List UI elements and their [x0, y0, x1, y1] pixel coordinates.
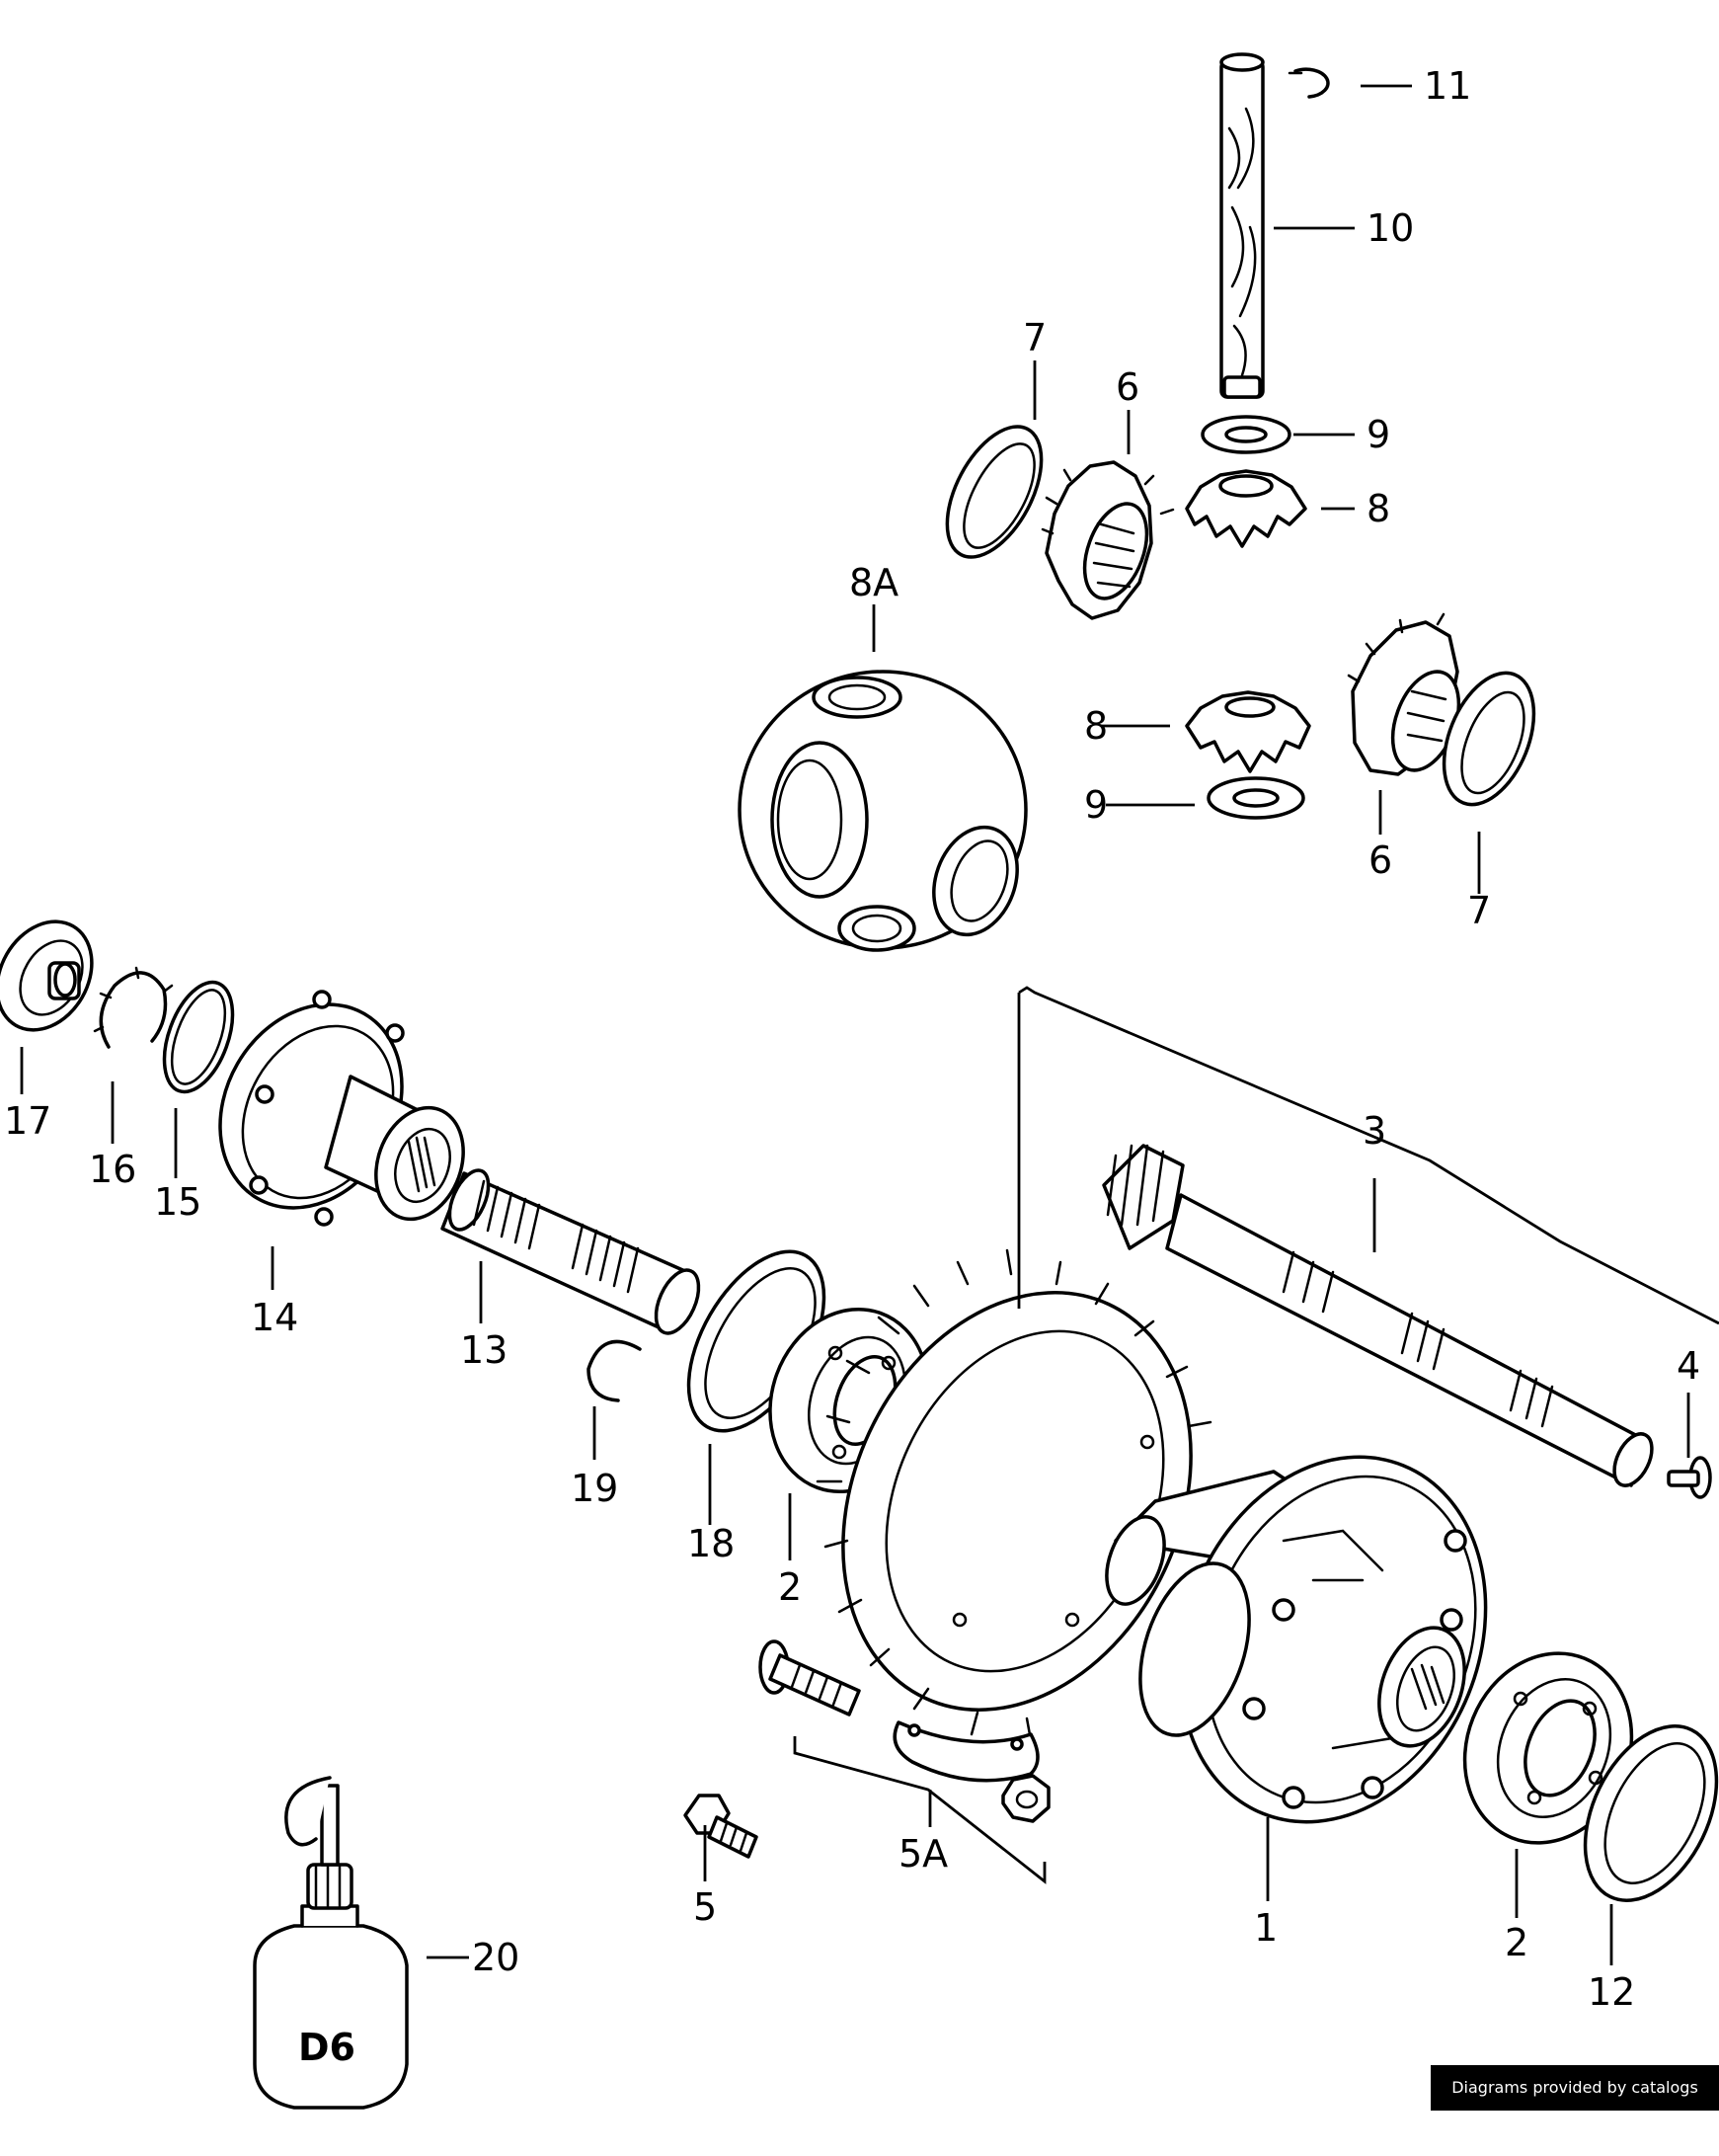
callout-5A: 5A [899, 1832, 948, 1876]
callout-14: 14 [251, 1296, 298, 1339]
part-3-pinion-shaft[interactable] [1102, 1144, 1660, 1491]
callout-3: 3 [1363, 1109, 1386, 1153]
part-13-splined-shaft[interactable] [440, 1164, 707, 1339]
callout-1: 1 [1254, 1906, 1278, 1950]
part-12-seal-ring[interactable] [1559, 1705, 1719, 1922]
part-5-bolt[interactable] [683, 1794, 758, 1859]
callout-4: 4 [1677, 1344, 1700, 1388]
callout-5: 5 [693, 1885, 717, 1929]
callout-6-lower: 6 [1368, 838, 1392, 882]
callout-8-lower: 8 [1084, 704, 1108, 748]
callout-17: 17 [4, 1099, 51, 1143]
callout-7-top: 7 [1023, 316, 1047, 359]
callout-18: 18 [687, 1522, 735, 1565]
part-10-pin-shaft[interactable] [1219, 52, 1265, 399]
part-1-differential-housing[interactable] [1096, 1410, 1539, 1868]
part-7-thrust-washer-lower[interactable] [1427, 660, 1552, 818]
callout-2-left: 2 [778, 1565, 802, 1609]
part-ring-gear[interactable] [777, 1236, 1256, 1767]
part-16-snap-ring[interactable] [93, 966, 174, 1049]
callout-13: 13 [460, 1328, 508, 1372]
part-6-side-gear-upper[interactable] [1041, 460, 1175, 620]
callout-16: 16 [89, 1148, 136, 1191]
callout-7-lower: 7 [1467, 889, 1491, 932]
part-6-side-gear-lower[interactable] [1347, 612, 1471, 779]
callout-2-right: 2 [1505, 1921, 1528, 1964]
part-11-circlip[interactable] [1288, 67, 1330, 99]
callout-20: 20 [472, 1936, 519, 1979]
part-17-flange-cap[interactable] [0, 905, 111, 1047]
leader-lines [20, 84, 1719, 1965]
part-8-pinion-gear-top[interactable] [1185, 469, 1307, 548]
callout-labels: 11 10 9 8 7 6 8A 8 9 6 7 17 16 15 14 13 … [4, 64, 1700, 2014]
part-9-thrust-washer-lower[interactable] [1207, 776, 1305, 820]
part-15-o-ring[interactable] [151, 973, 246, 1101]
part-8-pinion-gear-lower[interactable] [1185, 690, 1311, 773]
callout-15: 15 [154, 1180, 201, 1224]
part-7-thrust-washer-upper[interactable] [928, 412, 1061, 573]
part-20-sealant-bottle[interactable]: D6 [253, 1776, 409, 2110]
callout-11: 11 [1424, 64, 1471, 108]
part-4-screw[interactable] [1667, 1456, 1712, 1499]
part-8A-differential-cage[interactable] [738, 670, 1032, 952]
callout-12: 12 [1588, 1970, 1635, 2014]
credit-banner: Diagrams provided by catalogs parts [1431, 2065, 1719, 2142]
callout-8-top: 8 [1367, 487, 1390, 530]
callout-6-top: 6 [1116, 365, 1139, 409]
callout-9-lower: 9 [1084, 783, 1108, 827]
part-2-tapered-bearing-right[interactable] [1437, 1628, 1659, 1868]
callout-10: 10 [1367, 206, 1414, 250]
part-19-circlip[interactable] [586, 1339, 642, 1402]
bottle-label: D6 [298, 2026, 355, 2069]
part-9-thrust-washer-top[interactable] [1201, 415, 1291, 454]
callout-9-top: 9 [1367, 413, 1390, 456]
part-14-drive-flange[interactable] [185, 971, 479, 1240]
part-5A-bolt-set[interactable] [758, 1639, 1051, 1823]
callout-19: 19 [571, 1467, 618, 1510]
exploded-parts-diagram: D6 11 10 9 [0, 52, 1719, 2110]
callout-8A: 8A [849, 561, 899, 604]
